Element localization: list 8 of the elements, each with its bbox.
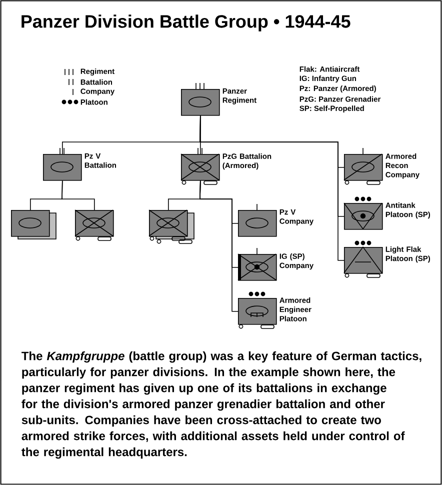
connector-line (200, 115, 344, 261)
unit-symbol (11, 210, 56, 240)
connector-line (62, 180, 95, 210)
unit-symbol (148, 210, 194, 244)
title: Panzer Division Battle Group • 1944-45 (22, 14, 350, 32)
unit-symbol (74, 210, 114, 241)
connector-line (200, 180, 238, 312)
caption: The Kampfgruppe (battle group) was a key feature of German tactics, particularly for panzer divisions. In the example shown here, the panzer regiment has given up one of its battalions in exchange for the division's armored panzer grenadier battalion and other sub-units. Companies have been cross-attached to create two armored strike forces, with additional assets held under control of the regimental headquarters. (22, 351, 422, 459)
